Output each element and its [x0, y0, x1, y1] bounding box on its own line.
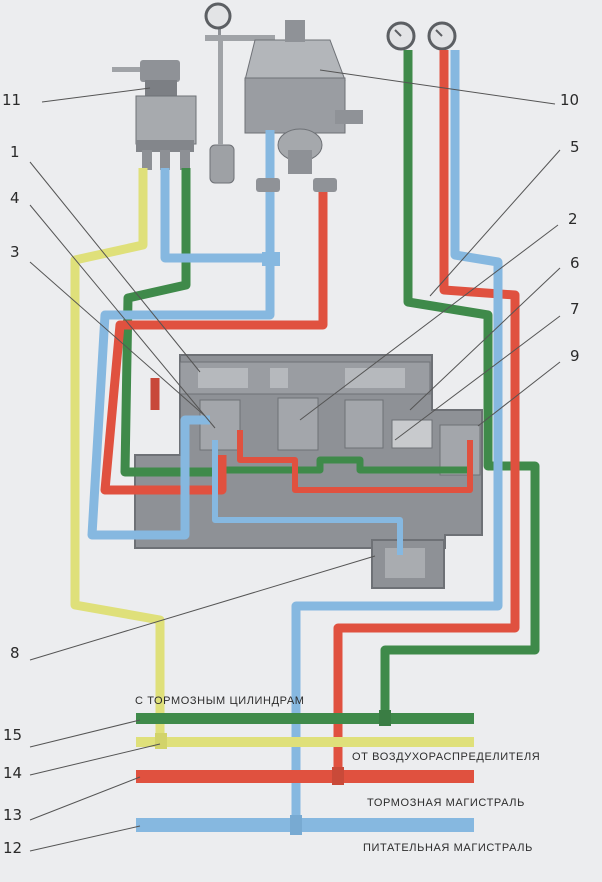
callout-11: 11: [2, 91, 22, 109]
pipe-yellow: [70, 168, 165, 740]
reservoir-10: [205, 6, 363, 184]
label-brake-line: ТОРМОЗНАЯ МАГИСТРАЛЬ: [367, 797, 525, 809]
callout-9: 9: [570, 347, 580, 365]
valve-11: [112, 60, 197, 170]
pipe-blue-left: [160, 168, 275, 263]
callout-7: 7: [570, 300, 580, 318]
pipe-blue-center: [87, 130, 275, 540]
label-feed-line: ПИТАТЕЛЬНАЯ МАГИСТРАЛЬ: [363, 842, 533, 854]
pipe-fittings: [256, 178, 337, 266]
pipe-red-main: [100, 178, 328, 495]
pipe-blue-inner: [212, 440, 403, 555]
pipe-red-right: [333, 50, 520, 775]
pipe-blue-right: [291, 50, 503, 826]
manifold-lines: [136, 710, 474, 835]
callout-13: 13: [3, 806, 23, 824]
chamber-8: [371, 539, 445, 589]
callout-15: 15: [3, 726, 23, 744]
callout-4: 4: [10, 189, 20, 207]
valve-inner-parts: [199, 397, 481, 476]
callout-12: 12: [3, 839, 23, 857]
pipe-green-mid: [225, 456, 470, 474]
callout-2: 2: [568, 210, 578, 228]
pressure-gauge-icon: [204, 2, 457, 51]
leader-lines: [29, 69, 561, 852]
callout-14: 14: [3, 764, 23, 782]
callout-5: 5: [570, 138, 580, 156]
callout-1: 1: [10, 143, 20, 161]
pipe-red-inner: [237, 430, 473, 493]
callout-6: 6: [570, 254, 580, 272]
callout-8: 8: [10, 644, 20, 662]
label-from-distributor: ОТ ВОЗДУХОРАСПРЕДЕЛИТЕЛЯ: [352, 751, 541, 763]
label-brake-cylinders: С ТОРМОЗНЫМ ЦИЛИНДРАМ: [135, 695, 305, 707]
callout-10: 10: [560, 91, 580, 109]
callout-3: 3: [10, 243, 20, 261]
